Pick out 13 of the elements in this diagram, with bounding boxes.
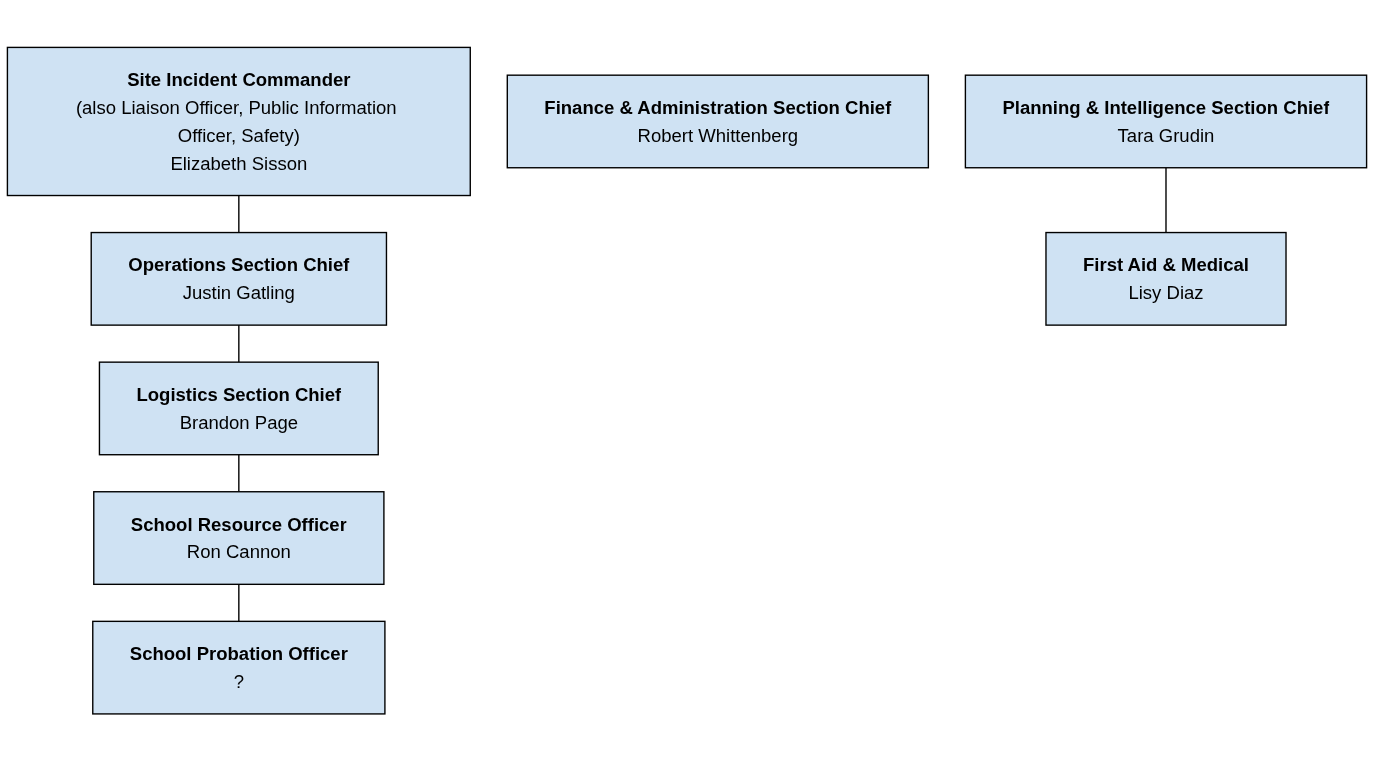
node-box: Operations Section Chief Justin Gatling	[90, 231, 388, 326]
connector	[238, 453, 240, 493]
node-box: School Resource Officer Ron Cannon	[93, 490, 385, 585]
connector	[1165, 166, 1167, 234]
connector	[238, 324, 240, 363]
node-box: First Aid & Medical Lisy Diaz	[1045, 231, 1287, 326]
node-box: School Probation Officer ?	[92, 620, 386, 715]
node-box: Finance & Administration Section Chief Robert Whittenberg	[506, 74, 930, 169]
node-box: Logistics Section Chief Brandon Page	[98, 361, 379, 456]
connector	[238, 583, 240, 622]
node-box: Site Incident Commander (also Liaison Officer, Public Information Officer, Safety) Elizabeth Sisson	[6, 46, 471, 197]
connector	[238, 194, 240, 234]
node-box: Planning & Intelligence Section Chief Tara Grudin	[964, 74, 1368, 169]
